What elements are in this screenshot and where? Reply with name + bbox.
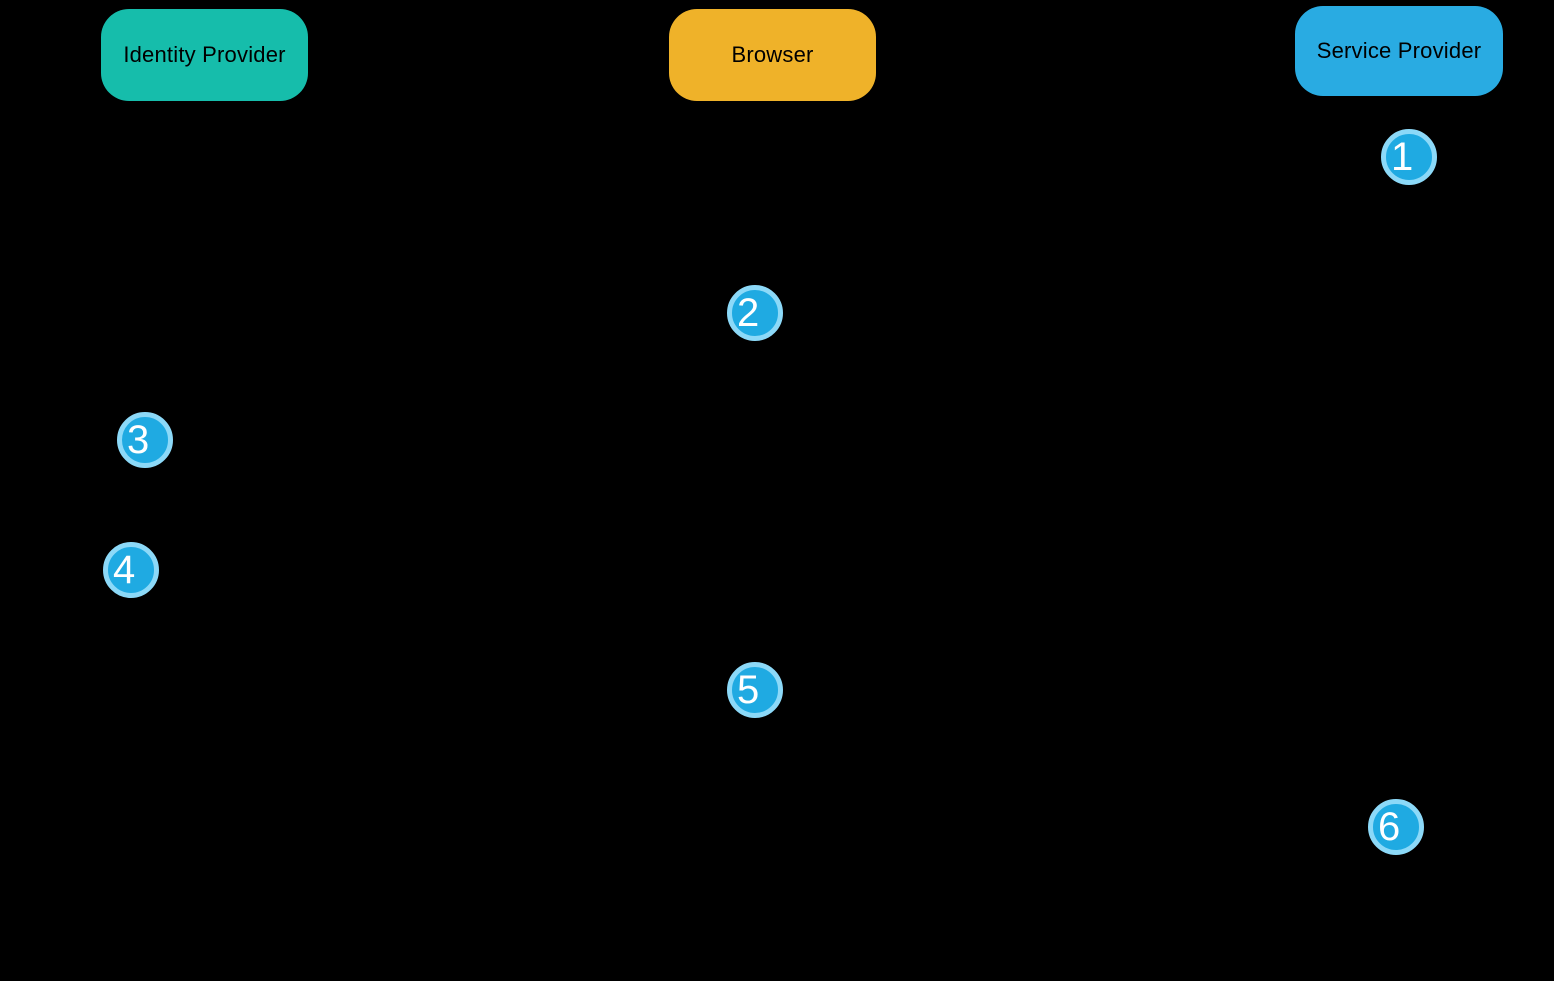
actor-box-service-provider: Service Provider (1295, 6, 1503, 96)
step-circle-2: 2 (727, 285, 783, 341)
step-number-5: 5 (737, 668, 760, 712)
actor-box-identity-provider: Identity Provider (101, 9, 308, 101)
actor-label-browser: Browser (731, 42, 814, 67)
actor-label-identity-provider: Identity Provider (123, 42, 286, 67)
step-number-4: 4 (113, 548, 136, 592)
step-circle-3: 3 (117, 412, 173, 468)
step-circle-4: 4 (103, 542, 159, 598)
step-circle-6: 6 (1368, 799, 1424, 855)
actor-box-browser: Browser (669, 9, 876, 101)
actor-label-service-provider: Service Provider (1316, 38, 1482, 63)
step-number-6: 6 (1378, 805, 1401, 849)
step-circle-1: 1 (1381, 129, 1437, 185)
step-circle-5: 5 (727, 662, 783, 718)
step-number-3: 3 (127, 418, 150, 462)
step-number-1: 1 (1391, 135, 1414, 179)
step-number-2: 2 (737, 291, 760, 335)
